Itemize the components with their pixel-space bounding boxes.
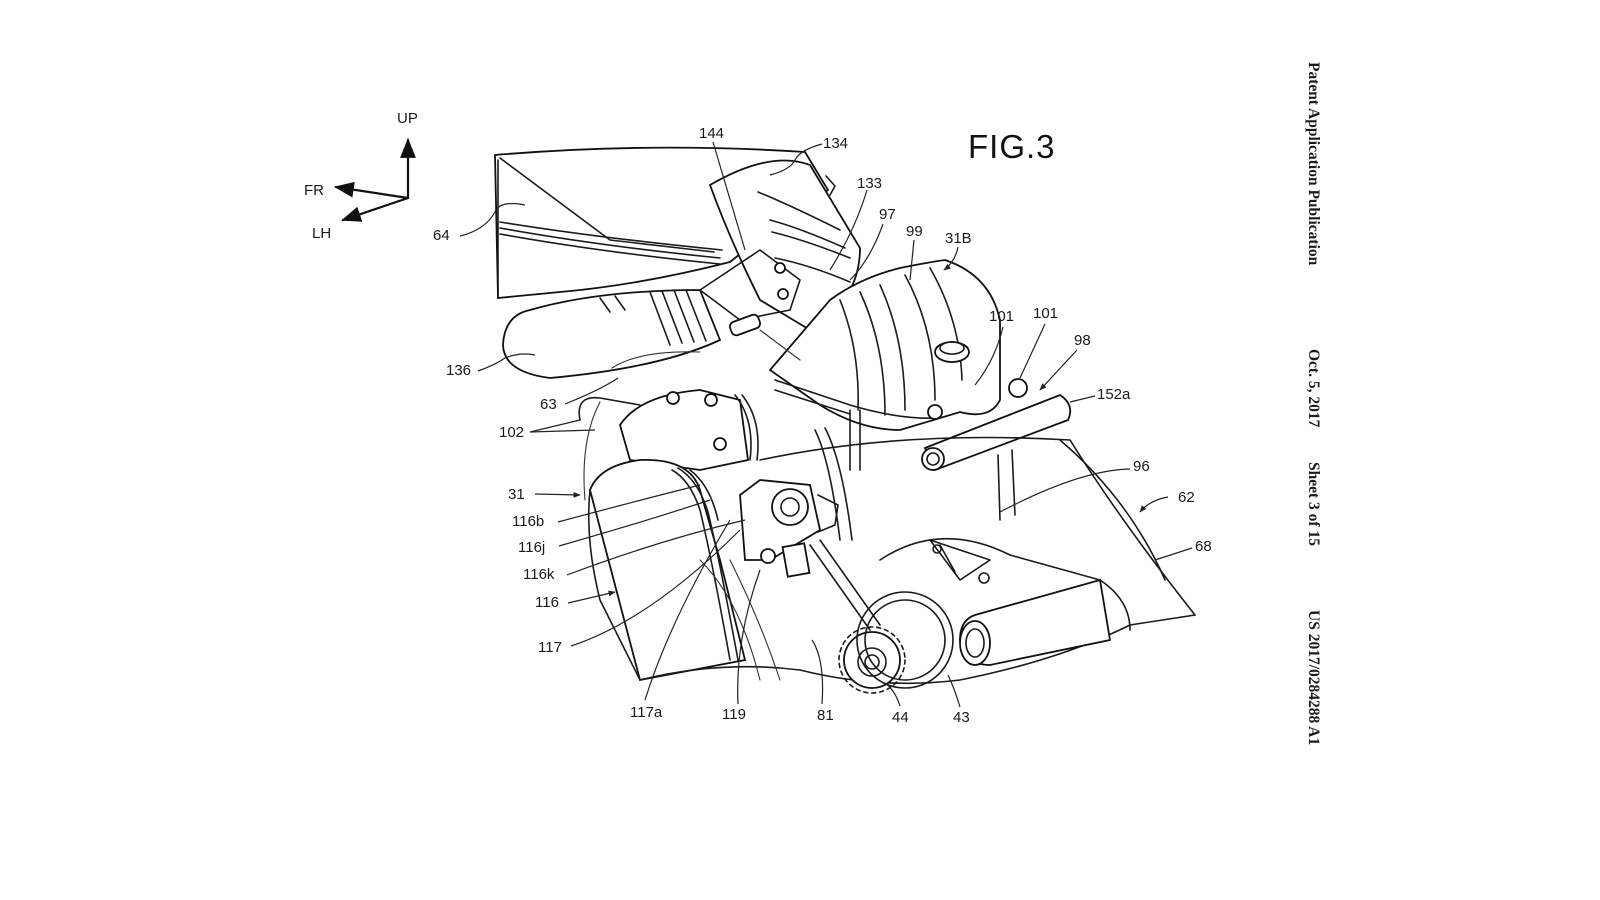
ref-31B: 31B	[945, 230, 972, 247]
left-arrow-icon	[341, 196, 410, 222]
ref-116b: 116b	[512, 513, 544, 530]
ref-68: 68	[1195, 538, 1212, 555]
publication-date: Oct. 5, 2017	[1305, 349, 1322, 428]
ref-134: 134	[823, 135, 848, 152]
ref-81: 81	[817, 707, 834, 724]
ref-64: 64	[433, 227, 450, 244]
ref-119: 119	[722, 706, 746, 723]
throttle-body	[619, 389, 759, 471]
ref-99: 99	[906, 223, 923, 240]
ref-96: 96	[1133, 458, 1150, 475]
figure-title: FIG.3	[968, 128, 1056, 165]
ref-97: 97	[879, 206, 896, 223]
ref-101-left: 101	[989, 308, 1014, 325]
intake-hose	[502, 289, 722, 379]
sheet-number: Sheet 3 of 15	[1305, 462, 1322, 546]
ref-98: 98	[1074, 332, 1091, 349]
ref-116j: 116j	[518, 539, 545, 556]
ref-133: 133	[857, 175, 882, 192]
ref-62: 62	[1178, 489, 1195, 506]
axis-label-up: UP	[397, 110, 418, 127]
ref-44: 44	[892, 709, 909, 726]
ref-31: 31	[508, 486, 525, 503]
ref-101-right: 101	[1033, 305, 1058, 322]
ref-102: 102	[499, 424, 524, 441]
engine-assembly-illustration	[494, 146, 1196, 694]
ref-43: 43	[953, 709, 970, 726]
ref-117: 117	[538, 639, 562, 656]
ref-152a: 152a	[1097, 386, 1131, 403]
ref-117a: 117a	[630, 704, 663, 721]
cylinder-block	[578, 396, 747, 682]
leader-lines	[459, 141, 1193, 708]
cam-sprocket	[838, 591, 954, 694]
axis-label-left: LH	[312, 225, 331, 242]
axis-label-front: FR	[304, 182, 324, 199]
publication-type: Patent Application Publication	[1305, 62, 1322, 266]
cylinder-head-cover	[768, 259, 1001, 431]
front-arrow-icon	[334, 181, 410, 200]
push-rod	[809, 427, 881, 631]
ref-63: 63	[540, 396, 557, 413]
crankcase	[639, 436, 1196, 685]
sensor-unit	[739, 479, 839, 578]
rocker-shaft	[849, 378, 1072, 521]
ref-144: 144	[699, 125, 724, 142]
reference-numerals: 64 144 134 133 97 99 31B 101 101 98 152a…	[433, 125, 1212, 726]
publication-number: US 2017/0284288 A1	[1305, 610, 1322, 746]
ref-116k: 116k	[523, 566, 555, 583]
orientation-axes: UP FR LH	[304, 110, 418, 242]
ref-136: 136	[446, 362, 471, 379]
bracket	[699, 249, 801, 337]
ref-116: 116	[535, 594, 559, 611]
